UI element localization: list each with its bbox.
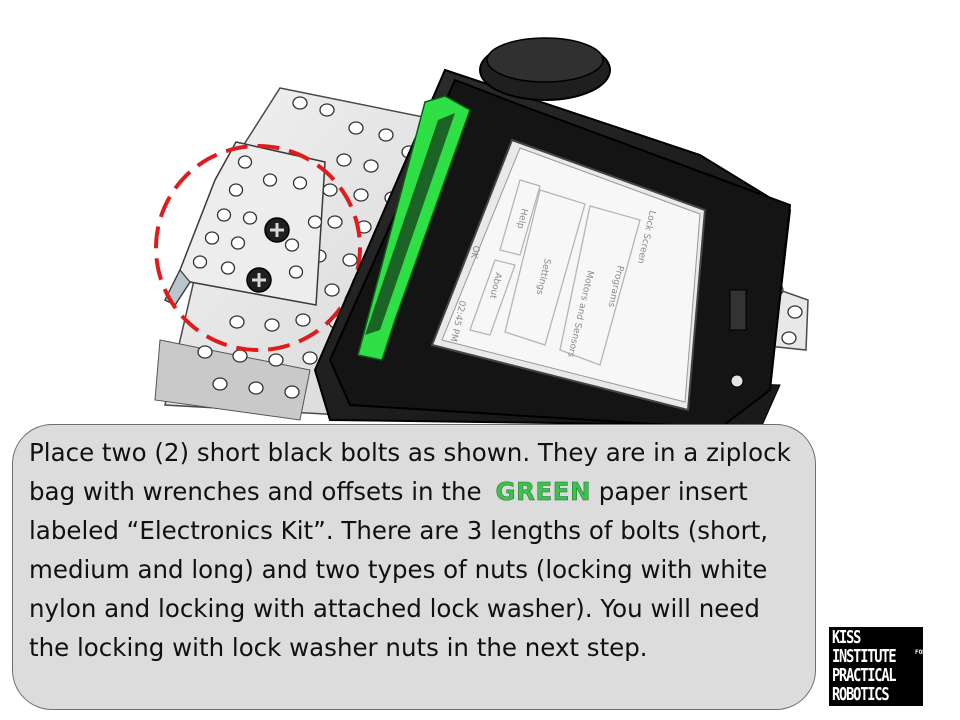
robot-controller: Programs Motors and Sensors Settings Abo… — [313, 37, 792, 431]
logo-line-robotics: ROBOTICS — [832, 685, 890, 705]
bolt-icon — [264, 217, 290, 243]
instruction-text-part-2: paper insert labeled “Electronics Kit”. … — [29, 477, 769, 662]
logo-line-institute: INSTITUTE — [832, 647, 897, 667]
logo-line-practical: PRACTICAL — [832, 666, 897, 686]
svg-text:Help: Help — [514, 207, 528, 230]
logo-for-superscript: FOR — [915, 649, 926, 656]
svg-text:OK: OK — [468, 244, 481, 260]
kipr-logo: KISS INSTITUTE FOR PRACTICAL ROBOTICS — [829, 627, 926, 706]
bolt-icon — [246, 267, 272, 293]
bracket — [163, 141, 326, 306]
green-highlight-word: GREEN — [495, 477, 591, 507]
instruction-callout: Place two (2) short black bolts as shown… — [12, 424, 816, 710]
highlight-circle — [154, 144, 362, 352]
instruction-text-part-1: Place two (2) short black bolts as shown… — [29, 438, 791, 506]
logo-line-kiss: KISS — [832, 628, 861, 648]
instruction-text: Place two (2) short black bolts as shown… — [29, 433, 793, 667]
